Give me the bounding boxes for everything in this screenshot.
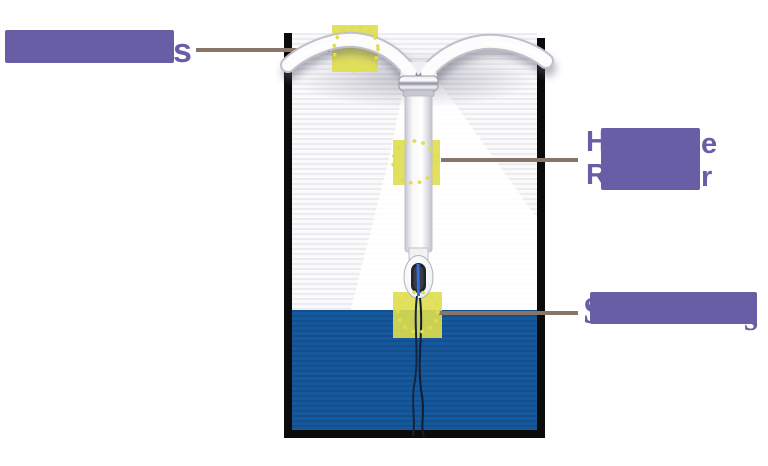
arm-shadow bbox=[292, 51, 537, 121]
strings-label-redaction[interactable] bbox=[590, 292, 757, 324]
leader-line-reservoir bbox=[441, 158, 578, 162]
container-border-right bbox=[537, 38, 545, 438]
arms-label-redaction[interactable] bbox=[5, 30, 174, 63]
reservoir-highlight-marker[interactable] bbox=[393, 140, 440, 185]
reservoir-label-line1-peek-end: e bbox=[701, 128, 718, 160]
reservoir-label-redaction[interactable] bbox=[601, 128, 700, 190]
reservoir-label-line2-peek-end: r bbox=[701, 161, 713, 193]
arms-highlight-marker[interactable] bbox=[332, 25, 378, 72]
arms-label-peek-end: s bbox=[173, 32, 192, 70]
container-border-left bbox=[284, 33, 292, 438]
leader-line-strings bbox=[439, 311, 578, 315]
container-border-bottom bbox=[284, 430, 545, 438]
strings-highlight-marker[interactable] bbox=[393, 292, 442, 338]
leader-line-arms bbox=[196, 48, 330, 52]
